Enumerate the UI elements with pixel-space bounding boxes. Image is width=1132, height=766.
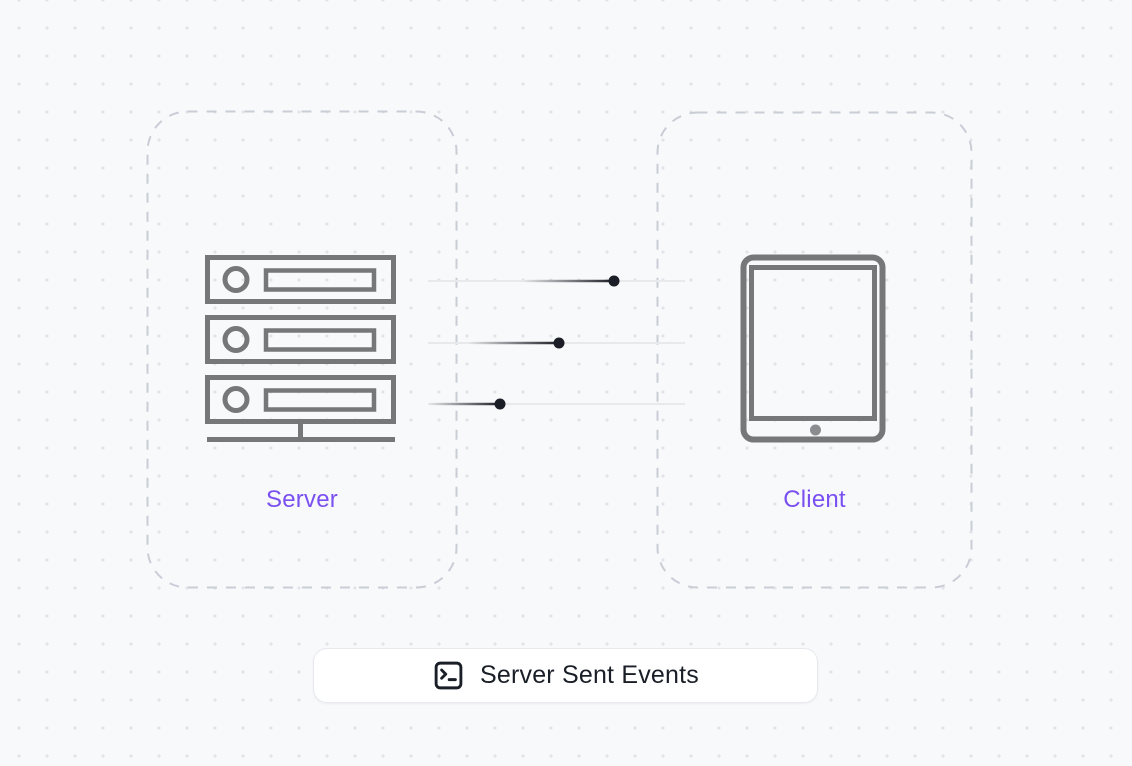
server-zone-border bbox=[146, 110, 458, 589]
event-dot bbox=[494, 398, 506, 410]
server-sent-events-button[interactable]: Server Sent Events bbox=[313, 648, 818, 703]
server-rack-icon bbox=[205, 255, 396, 442]
event-dot bbox=[608, 275, 620, 287]
server-label: Server bbox=[266, 486, 338, 513]
terminal-square-icon bbox=[434, 661, 463, 690]
event-dot bbox=[553, 337, 565, 349]
client-label: Client bbox=[783, 486, 846, 513]
event-stream-lines bbox=[428, 275, 685, 410]
tablet-home-button-icon bbox=[810, 424, 821, 436]
legend-button-label: Server Sent Events bbox=[480, 661, 699, 689]
tablet-icon bbox=[740, 254, 886, 443]
client-zone-border bbox=[656, 111, 973, 589]
